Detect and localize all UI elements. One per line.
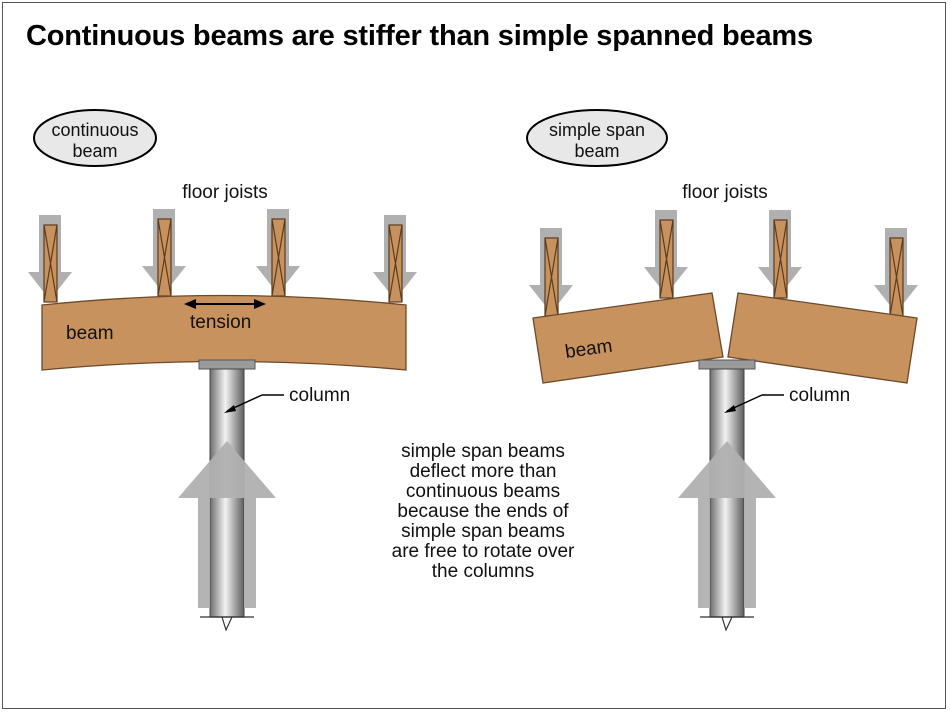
simple-span-beam-badge: [526, 109, 668, 167]
floor-joist: [271, 218, 286, 297]
floor-joist: [773, 219, 788, 299]
floor-joist: [544, 237, 559, 317]
note-line: continuous beams: [406, 481, 560, 502]
left-beam-label: beam: [66, 323, 114, 344]
note-line: the columns: [432, 561, 534, 582]
continuous-badge-line2: beam: [72, 141, 117, 161]
floor-joist: [659, 219, 674, 299]
right-joists: [544, 219, 904, 317]
note-line: simple span beams: [401, 441, 565, 462]
left-floor-joists-label: floor joists: [182, 182, 268, 203]
note-line: are free to rotate over: [392, 541, 575, 562]
continuous-beam: [41, 294, 407, 371]
left-joists: [43, 218, 403, 303]
floor-joist: [43, 224, 58, 303]
right-load-arrows: [529, 210, 918, 313]
diagram-title: Continuous beams are stiffer than simple…: [26, 20, 813, 52]
right-column-label: column: [789, 385, 850, 406]
floor-joist: [157, 218, 172, 297]
tension-label: tension: [190, 312, 251, 333]
floor-joist: [388, 224, 403, 303]
note-line: deflect more than: [410, 461, 557, 482]
right-column-break: [710, 616, 744, 632]
simple-span-beam-left: [532, 292, 724, 384]
simple-span-beam-right: [727, 292, 918, 384]
continuous-beam-group: continuous beam floor joists beam tensio…: [28, 109, 417, 632]
note-line: because the ends of: [397, 501, 569, 522]
right-column-cap: [698, 359, 756, 370]
note-line: simple span beams: [401, 521, 565, 542]
explanation-note: simple span beams deflect more than cont…: [392, 441, 575, 582]
left-column-break: [210, 616, 244, 632]
left-load-arrows: [28, 209, 417, 300]
right-support-arrow: [678, 441, 776, 608]
floor-joist: [889, 237, 904, 317]
left-column-cap: [198, 359, 256, 370]
continuous-badge-line1: continuous: [51, 120, 138, 140]
simple-span-beam-group: simple span beam floor joists beam colum…: [526, 109, 918, 632]
left-support-arrow: [178, 441, 276, 608]
continuous-beam-badge: [33, 109, 157, 167]
right-floor-joists-label: floor joists: [682, 182, 768, 203]
simple-span-badge-line2: beam: [574, 141, 619, 161]
tension-arrow: [184, 299, 266, 309]
left-column-label: column: [289, 385, 350, 406]
simple-span-badge-line1: simple span: [549, 120, 645, 140]
